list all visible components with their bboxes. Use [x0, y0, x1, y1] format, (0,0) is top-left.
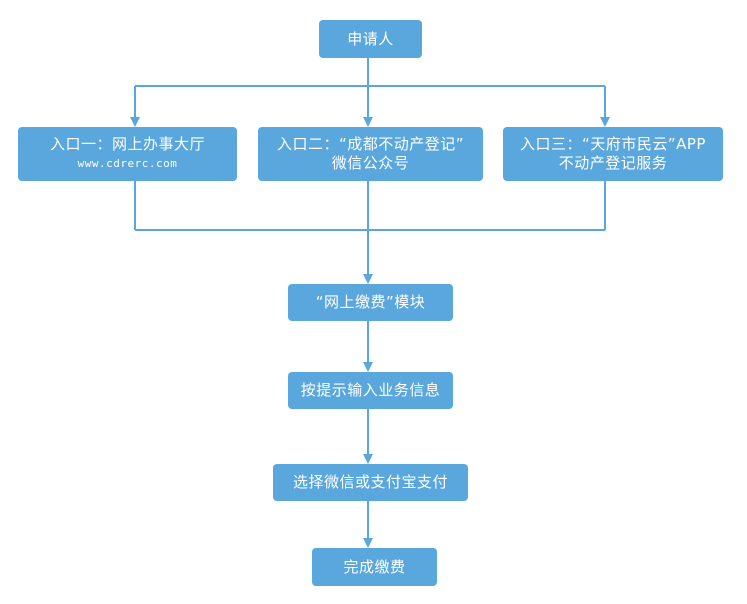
node-applicant-label: 申请人 — [347, 29, 394, 48]
node-entry3-sublabel: 不动产登记服务 — [558, 154, 668, 172]
node-entry2-sublabel: 微信公众号 — [331, 154, 410, 172]
node-payment-complete-label: 完成缴费 — [343, 557, 406, 576]
node-entry1-label: 入口一：网上办事大厅 — [49, 135, 205, 153]
node-choose-payment: 选择微信或支付宝支付 — [273, 464, 468, 501]
node-entry1-url: www.cdrerc.com — [77, 157, 178, 170]
node-applicant: 申请人 — [319, 20, 422, 58]
node-entry3: 入口三：“天府市民云”APP 不动产登记服务 — [503, 127, 723, 181]
node-payment-module: “网上缴费”模块 — [288, 284, 453, 321]
node-entry1: 入口一：网上办事大厅 www.cdrerc.com — [18, 127, 237, 181]
node-payment-complete: 完成缴费 — [312, 548, 437, 586]
node-entry3-label: 入口三：“天府市民云”APP — [520, 135, 706, 153]
node-entry2: 入口二：“成都不动产登记” 微信公众号 — [258, 127, 483, 181]
node-choose-payment-label: 选择微信或支付宝支付 — [292, 473, 448, 491]
node-input-info: 按提示输入业务信息 — [288, 372, 453, 409]
node-input-info-label: 按提示输入业务信息 — [300, 381, 441, 399]
node-entry2-label: 入口二：“成都不动产登记” — [276, 135, 465, 153]
node-payment-module-label: “网上缴费”模块 — [315, 293, 426, 311]
